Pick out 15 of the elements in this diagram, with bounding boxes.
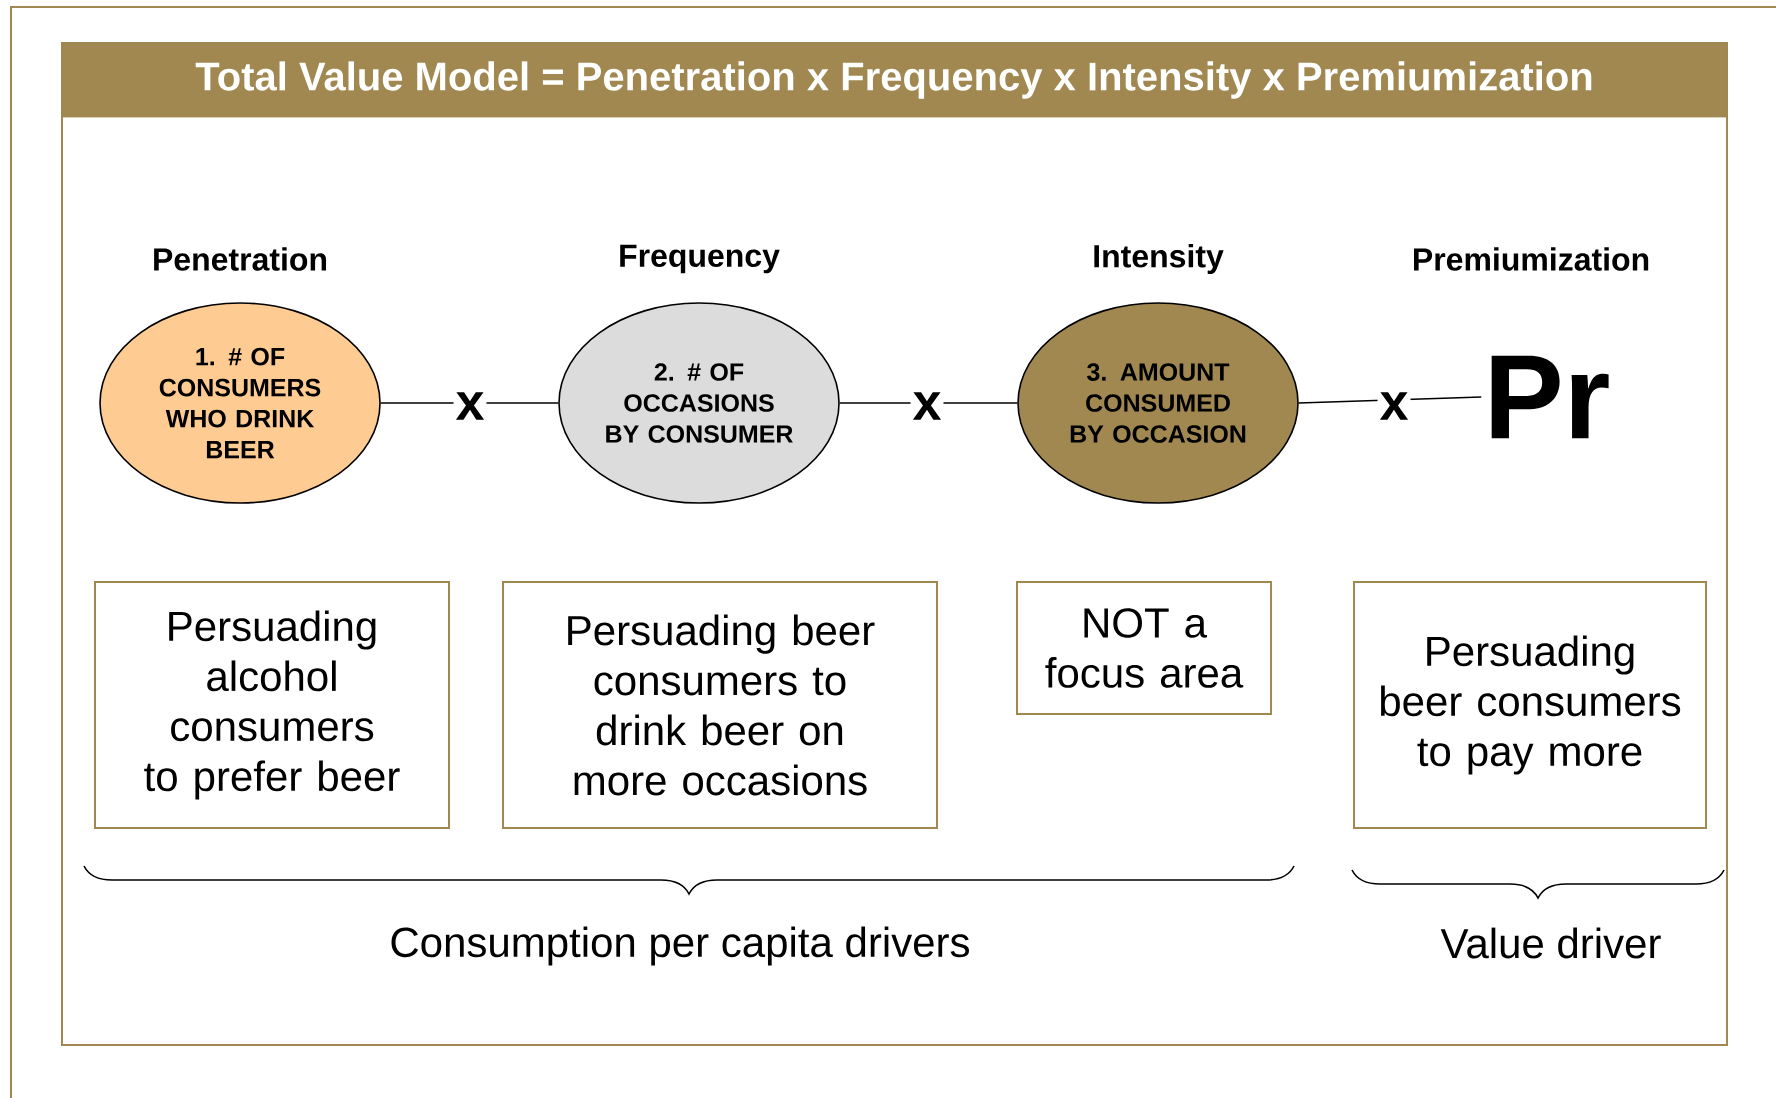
multiply-sign: x xyxy=(455,392,485,420)
text-box: Persuading alcohol consumers to prefer beer xyxy=(94,581,450,829)
text-box: Persuading beer consumers to pay more xyxy=(1353,581,1707,829)
heading: Frequency xyxy=(620,244,780,274)
caption-text: Consumption per capita drivers xyxy=(391,926,969,966)
multiply-sign: x xyxy=(1379,392,1409,420)
caption-text: Value driver xyxy=(1440,927,1661,959)
multiply-sign: x xyxy=(912,392,942,420)
heading: Penetration xyxy=(154,247,327,271)
heading: Intensity xyxy=(1094,244,1224,274)
title-banner: Total Value Model = Penetration x Frequency x Intensity x Premiumization xyxy=(61,42,1728,118)
big-letters: Pr xyxy=(1491,355,1609,439)
text-box: Persuading beer consumers to drink beer on more occasions xyxy=(502,581,938,829)
text-box: NOT a focus area xyxy=(1016,581,1272,715)
heading: Premiumization xyxy=(1414,247,1649,271)
